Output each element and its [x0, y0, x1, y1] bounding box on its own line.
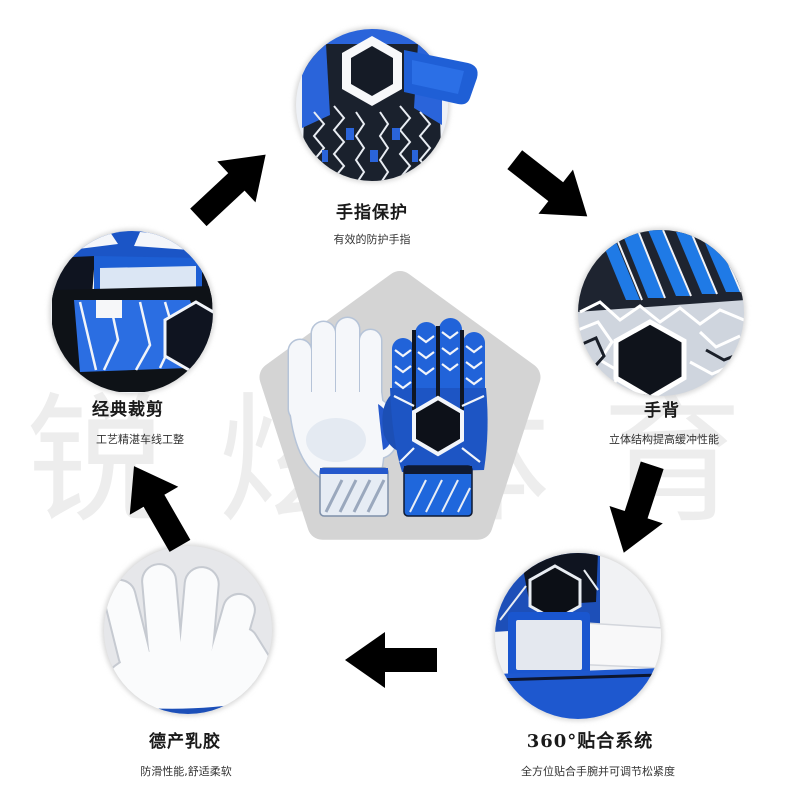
arrow-fit-system-to-latex-palm — [345, 632, 437, 688]
feature-title-classic-cut: 经典裁剪 — [92, 400, 164, 420]
feature-title-back-of-hand: 手背 — [644, 401, 680, 421]
feature-image-classic-cut — [49, 229, 215, 395]
feature-title-360-fit-system: 360°贴合系统 — [526, 731, 654, 752]
feature-title-finger-protection: 手指保护 — [336, 203, 408, 223]
arrow-back-of-hand-to-fit-system — [597, 456, 679, 562]
feature-image-back-of-hand — [576, 228, 746, 398]
palm-shading — [306, 418, 366, 462]
feature-title-latex-palm: 德产乳胶 — [149, 732, 221, 752]
center-right-glove-back — [382, 318, 488, 517]
velcro-tab — [508, 612, 590, 678]
feature-subtitle-latex-palm: 防滑性能,舒适柔软 — [140, 765, 232, 778]
right-glove-cuff — [403, 465, 473, 517]
wrist-strap — [404, 50, 478, 105]
center-left-glove-palm — [287, 316, 400, 517]
label-tag — [96, 300, 122, 318]
feature-subtitle-classic-cut: 工艺精湛车线工整 — [96, 433, 184, 446]
feature-image-latex-palm — [102, 544, 274, 716]
feature-image-finger-protection — [294, 27, 478, 183]
white-stripe-pattern — [393, 331, 485, 463]
feature-subtitle-back-of-hand: 立体结构提高缓冲性能 — [609, 433, 719, 446]
hexagon-emblem — [528, 564, 582, 622]
hexagon-emblem — [412, 395, 464, 457]
left-glove-cuff — [319, 467, 389, 517]
feature-subtitle-360-fit-system: 全方位贴合手腕并可调节松紧度 — [521, 765, 675, 778]
cuff-band — [52, 286, 213, 392]
arrow-classic-cut-to-finger-protection — [179, 134, 285, 238]
arrow-latex-palm-to-classic-cut — [109, 452, 205, 560]
arrow-finger-protection-to-back-of-hand — [497, 137, 605, 239]
feature-subtitle-finger-protection: 有效的防护手指 — [333, 233, 411, 246]
blue-slash-pattern — [598, 230, 740, 300]
feature-image-360-fit-system — [493, 551, 663, 721]
hexagon-emblem — [613, 319, 687, 396]
